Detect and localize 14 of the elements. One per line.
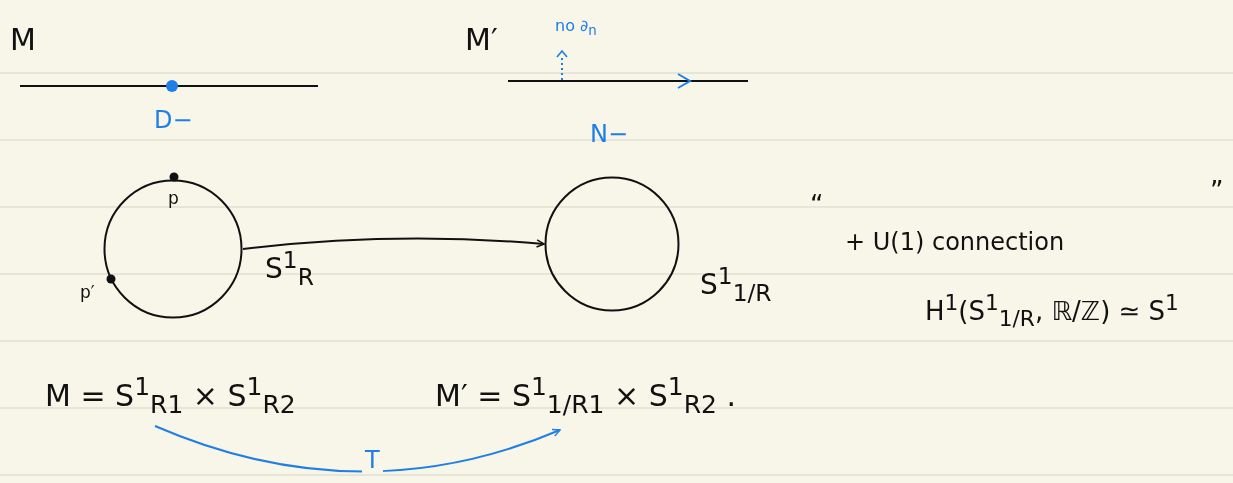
formula-text: M′ = S$^{1}$$_{1/R1}$ × S$^{1}$$_{R2}$ . [435, 372, 736, 419]
point-label: p′ [80, 282, 95, 302]
quote-mark: “ [810, 190, 824, 220]
boundary-label: D− [154, 106, 193, 134]
point-label: p [168, 188, 179, 208]
note-text: no ∂$_{n}$ [555, 16, 597, 39]
note-text: + U(1) connection [845, 228, 1065, 256]
formula-text: H$^{1}$(S$^{1}$$_{1/R}$, ℝ/ℤ) ≃ S$^{1}$ [925, 290, 1179, 331]
space-label: M [10, 22, 36, 57]
boundary-label: N− [590, 120, 629, 148]
space-label: M′ [465, 22, 498, 57]
arrow [242, 237, 545, 250]
quote-mark: ” [1210, 176, 1224, 206]
arrow [154, 425, 561, 473]
